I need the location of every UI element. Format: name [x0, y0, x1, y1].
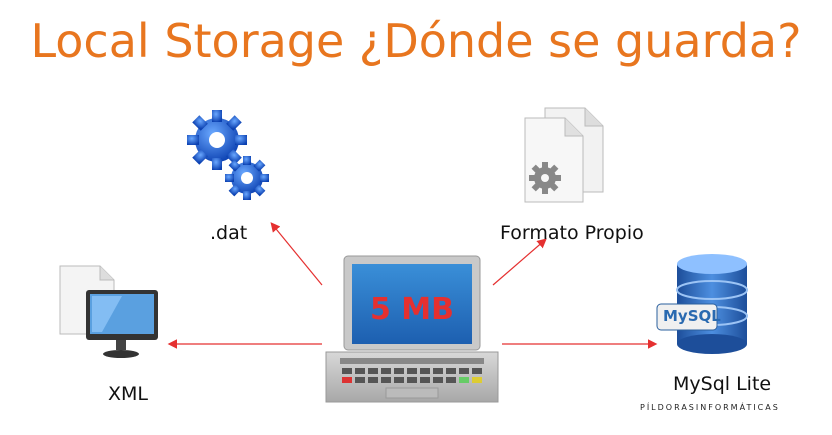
laptop-icon: [325, 255, 499, 403]
label-mysql-lite: MySql Lite: [673, 373, 772, 395]
watermark: PÍLDORASINFORMÁTICAS: [640, 403, 780, 412]
arrow-to-custom: [492, 238, 547, 286]
gears-icon: [187, 110, 269, 200]
label-dat: .dat: [210, 222, 248, 244]
arrow-to-dat: [270, 222, 323, 286]
mysql-database-icon: [656, 254, 748, 354]
label-xml: XML: [108, 383, 148, 405]
capacity-label: 5 MB: [369, 292, 455, 327]
page-title: Local Storage ¿Dónde se guarda?: [30, 14, 802, 68]
document-gear-icon: [524, 107, 604, 203]
label-formato-propio: Formato Propio: [500, 222, 644, 244]
document-monitor-icon: [59, 265, 158, 358]
mysql-logo-text: MySQL: [663, 307, 721, 325]
